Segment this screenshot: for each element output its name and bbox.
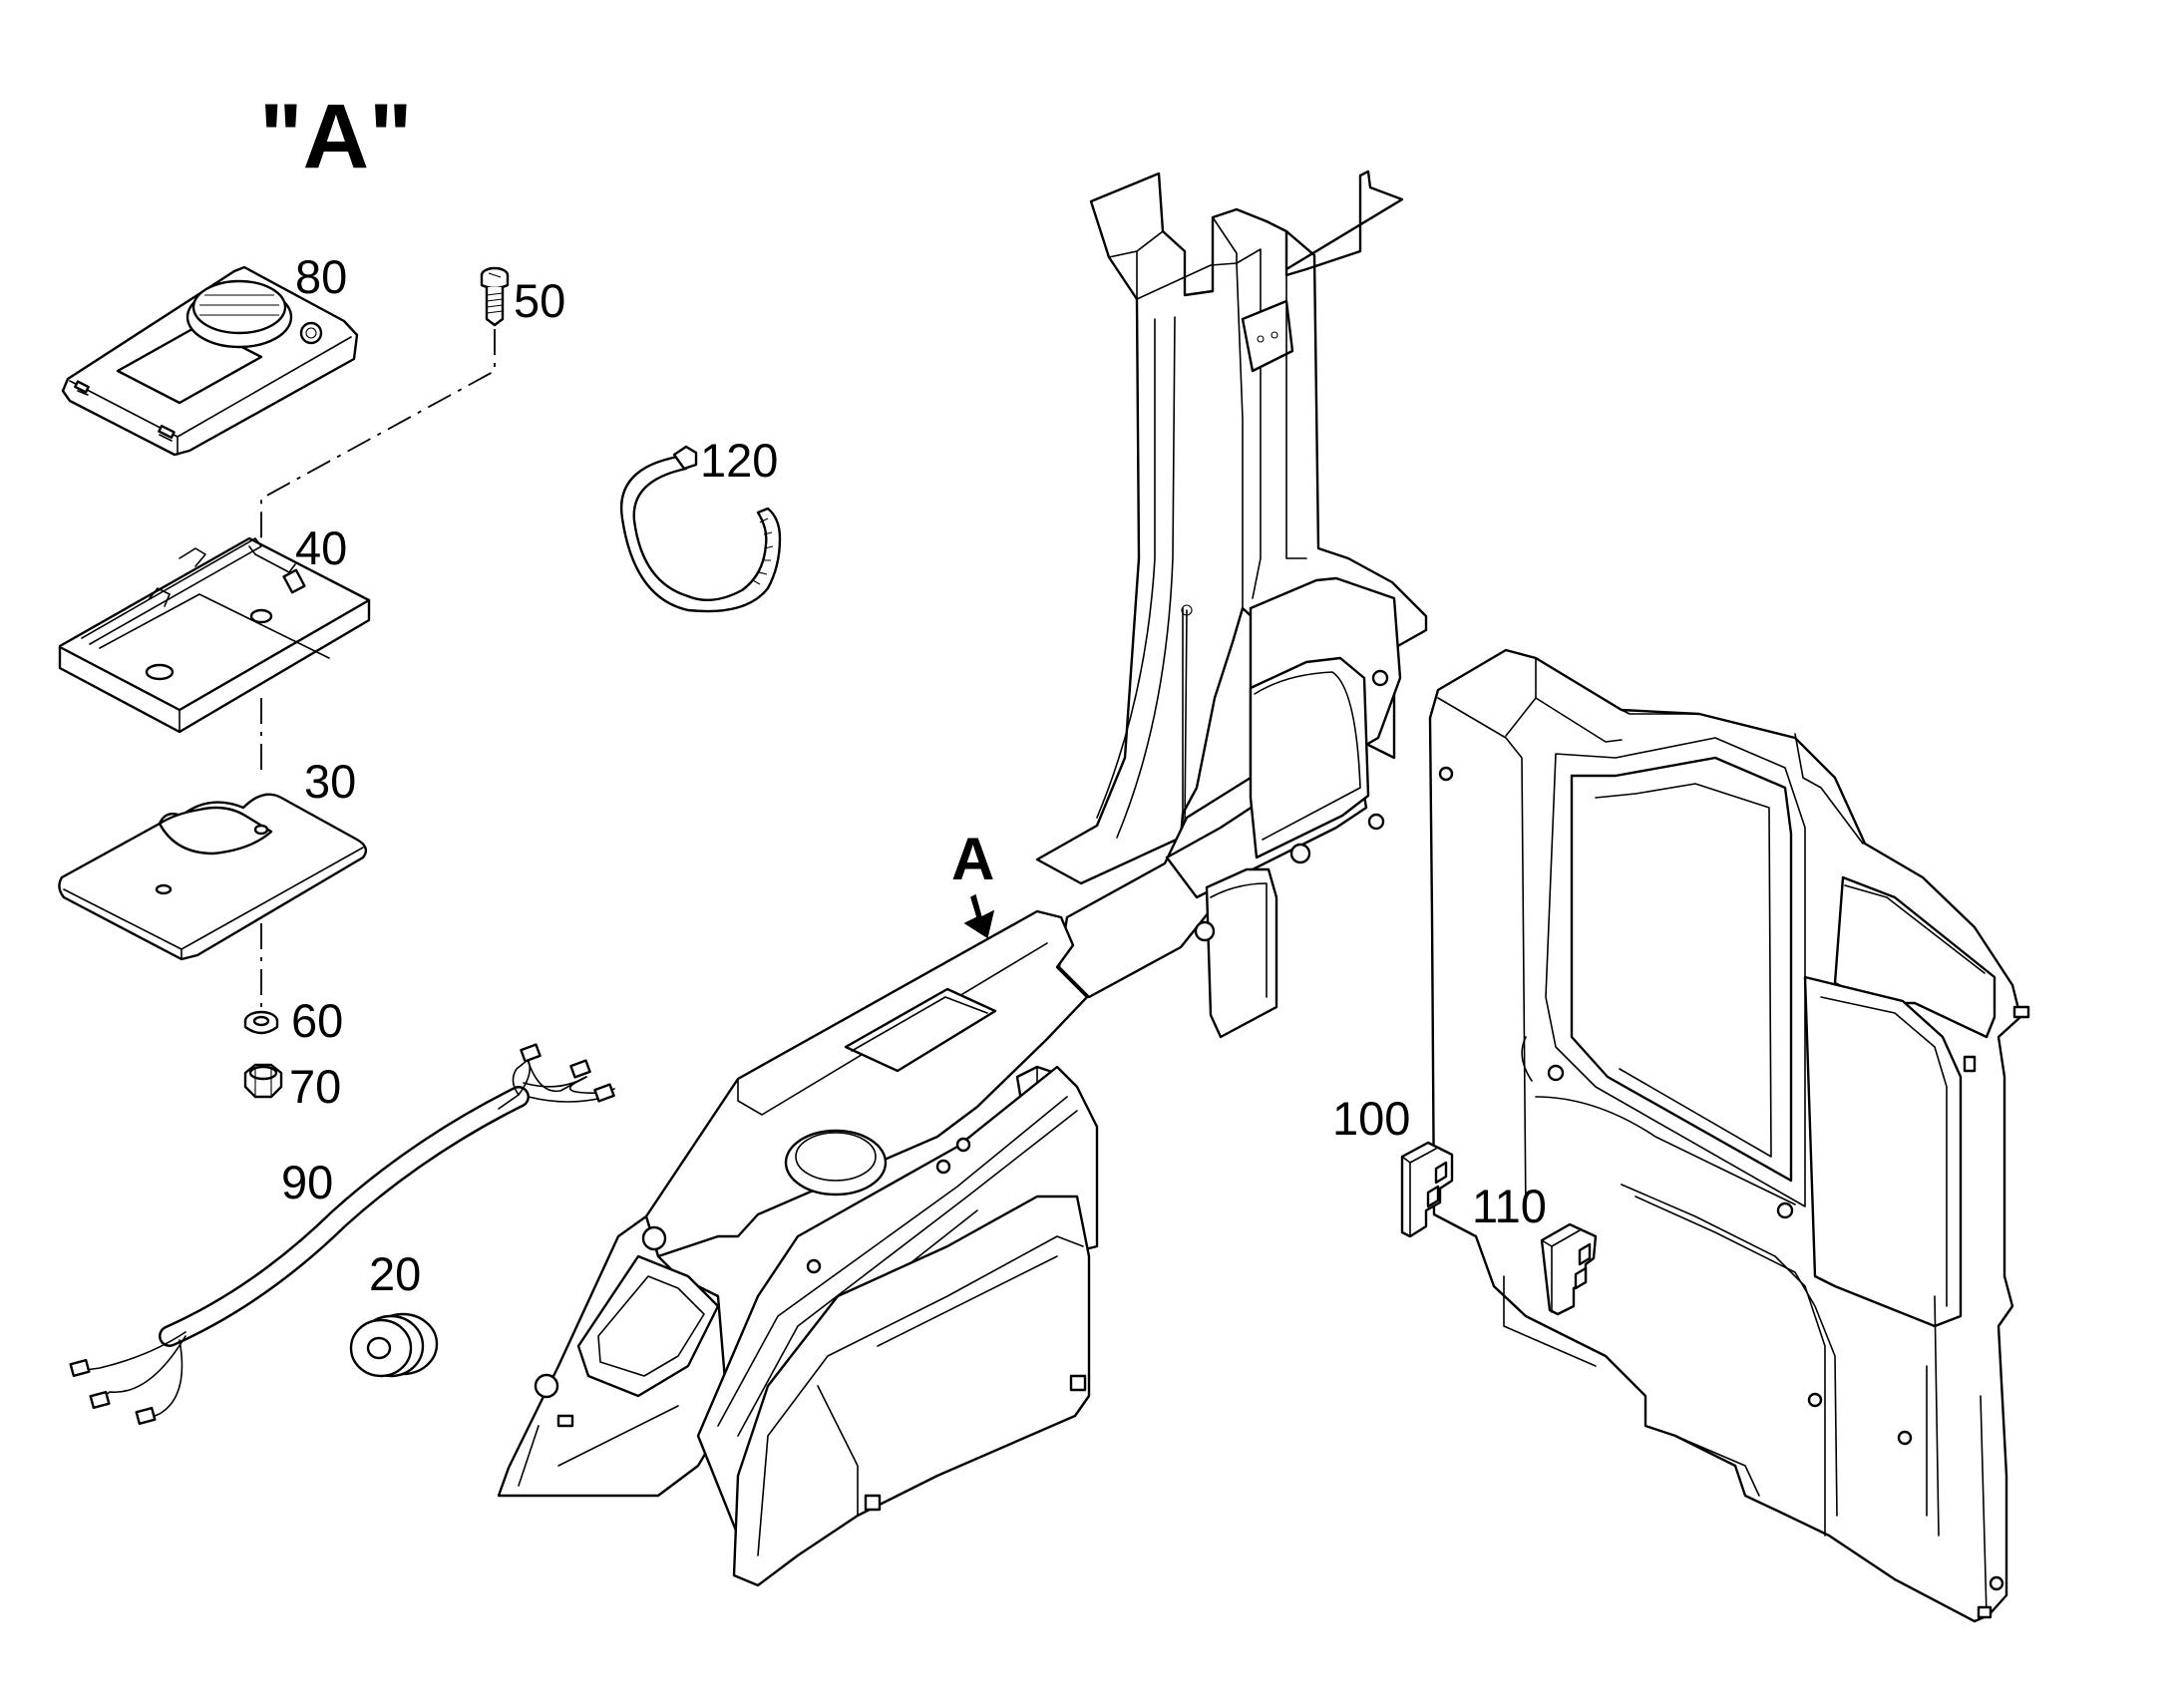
wire-harness-icon bbox=[69, 1043, 615, 1426]
callout-40: 40 bbox=[295, 521, 347, 574]
callout-120: 120 bbox=[700, 434, 778, 487]
relay-icon bbox=[1400, 1141, 1454, 1238]
view-arrow-a: A bbox=[951, 826, 994, 939]
callout-60: 60 bbox=[291, 994, 343, 1047]
fuse-icon bbox=[1540, 1222, 1598, 1316]
callout-50: 50 bbox=[514, 274, 565, 327]
callout-90: 90 bbox=[281, 1156, 333, 1208]
callout-110: 110 bbox=[1472, 1180, 1547, 1232]
callout-30: 30 bbox=[304, 755, 356, 808]
callout-70: 70 bbox=[289, 1060, 341, 1113]
callout-100: 100 bbox=[1332, 1092, 1410, 1145]
hex-nut-icon bbox=[243, 1063, 283, 1099]
washer-icon bbox=[243, 1010, 279, 1035]
screw-icon bbox=[480, 266, 510, 327]
gasket-plate-icon bbox=[58, 793, 368, 961]
cable-tie-icon bbox=[619, 445, 782, 613]
callout-20: 20 bbox=[369, 1247, 421, 1300]
control-unit-icon bbox=[61, 265, 359, 457]
rubber-grommet-icon bbox=[349, 1312, 439, 1378]
view-arrow-letter: A bbox=[951, 826, 994, 892]
mounting-bracket-icon bbox=[58, 536, 371, 734]
cab-console-panel-icon bbox=[497, 170, 2030, 1623]
callout-80: 80 bbox=[295, 250, 347, 303]
detail-view-title: "A" bbox=[259, 86, 413, 187]
